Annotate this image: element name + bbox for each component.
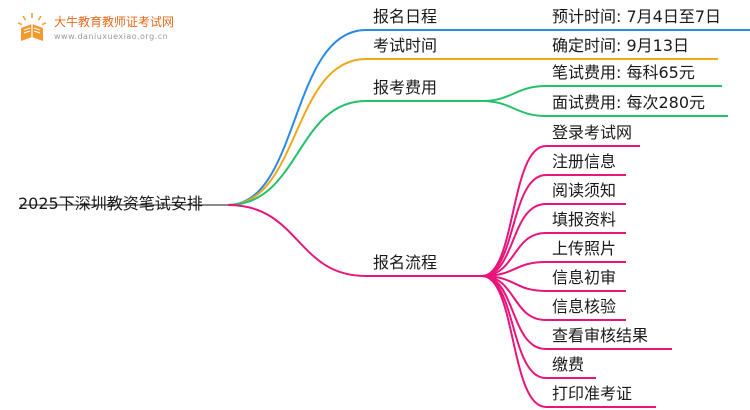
leaf-connector-3-2 [481, 100, 728, 117]
leaf-connector-3-1 [481, 85, 722, 102]
leaf-4-3: 阅读须知 [552, 181, 617, 200]
branch-4-label: 报名流程 [373, 253, 438, 272]
branch-connector-1 [227, 29, 367, 206]
branch-2-label: 考试时间 [373, 36, 438, 55]
leaf-connector-4-4 [481, 232, 626, 277]
logo: 大牛教育教师证考试网 www.daniuxuexiao.org.cn [14, 10, 244, 50]
branch-connector-3 [227, 100, 367, 206]
leaf-3-2: 面试费用: 每次280元 [552, 93, 706, 112]
leaf-4-2: 注册信息 [552, 152, 617, 171]
leaf-connector-4-6 [481, 275, 626, 292]
logo-title: 大牛教育教师证考试网 [54, 15, 175, 29]
leaf-4-10: 打印准考证 [552, 384, 633, 403]
leaf-connector-4-2 [481, 174, 626, 277]
leaf-1-1: 预计时间: 7月4日至7日 [552, 7, 722, 26]
leaf-4-1: 登录考试网 [552, 123, 633, 142]
leaf-connector-4-3 [481, 203, 626, 277]
leaf-4-4: 填报资料 [552, 210, 617, 229]
leaf-4-7: 信息核验 [552, 297, 617, 316]
leaf-connector-4-10 [481, 275, 656, 408]
leaf-4-5: 上传照片 [552, 239, 617, 258]
branch-3-label: 报考费用 [373, 78, 438, 97]
book-logo-icon [17, 13, 47, 41]
leaf-2-1: 确定时间: 9月13日 [552, 36, 690, 55]
leaf-4-6: 信息初审 [552, 268, 617, 287]
branch-1-label: 报名日程 [373, 7, 438, 26]
logo-url: www.daniuxuexiao.org.cn [54, 32, 169, 41]
leaf-4-9: 缴费 [552, 355, 585, 374]
leaf-4-8: 查看审核结果 [552, 326, 649, 345]
branch-connector-2 [227, 58, 367, 206]
branch-connector-4 [227, 204, 367, 277]
leaf-3-1: 笔试费用: 每科65元 [552, 63, 695, 82]
root-topic: 2025下深圳教资笔试安排 [18, 194, 203, 213]
